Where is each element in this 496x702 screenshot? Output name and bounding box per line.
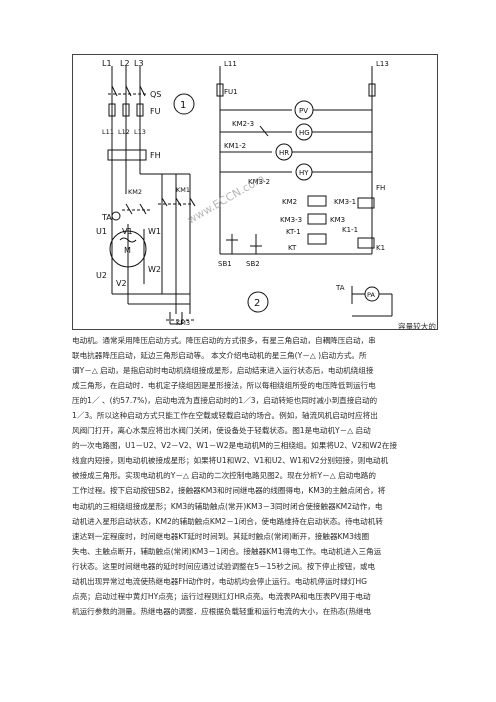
rlabel-km3-2: KM3-2 xyxy=(248,178,270,186)
label-km3: KM3 xyxy=(176,319,190,327)
label-fu: FU xyxy=(150,107,161,116)
rlabel-km3-3: KM3-3 xyxy=(280,216,302,224)
rlabel-l11: L11 xyxy=(224,60,237,68)
label-u1: U1 xyxy=(96,227,107,236)
label-w1: W1 xyxy=(148,227,161,236)
text-line: 电动机的三相绕组接成星形；KM3的辅助触点(常开)KM3－3同时闭合使接触器KM… xyxy=(72,501,383,511)
rlabel-fu1: FU1 xyxy=(224,88,238,96)
label-v1: V1 xyxy=(122,227,133,236)
label-km2: KM2 xyxy=(128,188,142,196)
text-line: 点亮；启动过程中黄灯HY点亮；运行过程则红灯HR点亮。电流表PA和电压表PV用于… xyxy=(72,591,371,601)
label-l11: L11 xyxy=(102,128,114,136)
text-line: 压的1／ 、(约57.7%)，启动电流为直接启动时的1／3，启动转矩也同时减小到… xyxy=(72,396,378,406)
text-line: 线盒内短接，则电动机被接成星形；如果将U1和W2、V1和U2、W1和V2分别短接… xyxy=(72,456,389,466)
text-line: 电动机。通常采用降压启动方式。降压启动的方式很多，有星三角启动，自耦降压启动，串 xyxy=(72,336,376,345)
rlabel-k1-1: K1-1 xyxy=(342,226,358,234)
label-l1: L1 xyxy=(102,59,112,68)
watermark: www.ECCN.com xyxy=(185,172,267,227)
label-km1: KM1 xyxy=(176,186,190,194)
text-line: 失电、主触点断开，辅助触点(常闭)KM3－1闭合。接触器KM1得电工作。电动机进… xyxy=(72,546,382,556)
label-l3: L3 xyxy=(134,59,144,68)
text-line: 1／3。所以这种启动方式只能工作在空载或轻载启动的场合。例如，轴流风机启动时应将… xyxy=(72,411,378,421)
body-text: 电动机。通常采用降压启动方式。降压启动的方式很多，有星三角启动，自耦降压启动，串… xyxy=(72,333,432,619)
text-line: 机运行参数的测量。热继电器的调整．应根据负载轻重和运行电流的大小，在热态(热继电 xyxy=(72,606,372,616)
text-line: 的一次电路图，U1－U2、V2－V2、W1－W2是电动机M的三相绕组。如果将U2… xyxy=(72,441,398,451)
label-u2: U2 xyxy=(96,271,107,280)
label-w2: W2 xyxy=(148,265,161,274)
rlabel-ta: TA xyxy=(335,284,345,292)
rlabel-sb1: SB1 xyxy=(218,260,232,268)
text-line: 工作过程。按下启动按钮SB2，接触器KM3和时间继电器的线圈得电，KM3的主触点… xyxy=(72,486,386,496)
text-line: 联电抗器降压启动，延边三角形启动等。 本文介绍电动机的星三角(Y－△ )启动方式… xyxy=(72,351,367,361)
rlabel-hy: HY xyxy=(299,169,309,177)
rlabel-pv: PV xyxy=(299,107,308,115)
text-line: 动机进入星形启动状态，KM2的辅助触点KM2－1闭合，使电路维持在启动状态。待电… xyxy=(72,516,383,526)
rlabel-hg: HG xyxy=(299,129,310,137)
label-l12: L12 xyxy=(118,128,130,136)
label-l13: L13 xyxy=(134,128,146,136)
rlabel-sb2: SB2 xyxy=(246,260,260,268)
rlabel-km3: KM3 xyxy=(330,216,345,224)
label-l2: L2 xyxy=(120,59,130,68)
label-v2: V2 xyxy=(116,279,127,288)
rlabel-kt: KT xyxy=(288,244,297,252)
rlabel-pa: PA xyxy=(367,291,376,299)
rlabel-km2: KM2 xyxy=(282,198,297,206)
text-line: 速达到一定程度时，时间继电器KT延时时间到。其延时触点(常闭)断开，接触器KM3… xyxy=(72,531,370,541)
circuit-figure: L1 L2 L3 QS FU L11 L12 L13 FH TA KM2 KM1… xyxy=(72,54,438,330)
rlabel-k1: K1 xyxy=(376,244,385,252)
rlabel-l13: L13 xyxy=(376,60,389,68)
circle-label-2: 2 xyxy=(254,298,260,309)
rlabel-km1-2: KM1-2 xyxy=(224,142,246,150)
text-line: 行状态。这里时间继电器的延时时间应通过试验调整在5－15秒之间。按下停止按钮，或… xyxy=(72,561,376,571)
text-line: 动机出现异常过电流使热继电器FH动作时，电动机均会停止运行。电动机停运时绿灯HG xyxy=(72,576,368,586)
text-line: 成三角形，在启动时．电机定子绕组因是星形接法，所以每相绕组所受的电压降低到运行电 xyxy=(72,381,376,391)
label-m: M xyxy=(124,246,131,255)
label-fh: FH xyxy=(150,151,161,160)
figure-caption: 容量较大的 xyxy=(398,322,436,331)
rlabel-fh: FH xyxy=(376,184,385,192)
label-ta: TA xyxy=(101,213,112,222)
circle-label-1: 1 xyxy=(180,100,186,111)
rlabel-km2-3: KM2-3 xyxy=(232,120,254,128)
text-line: 被接成三角形。实现电动机的Y－△ 启动的二次控制电路见图2。现在分析Y－△ 启动… xyxy=(72,471,376,481)
rlabel-hr: HR xyxy=(279,149,289,157)
label-qs: QS xyxy=(150,90,161,99)
text-line: 风阀门打开，离心水泵应将出水阀门关闭，使设备处于轻载状态。图1是电动机Y－△ 启… xyxy=(72,426,371,436)
text-line: 谓Y－△ 启动，是指启动时电动机绕组接成星形，启动结束进入运行状态后，电动机绕组… xyxy=(72,366,374,376)
rlabel-km3-1: KM3-1 xyxy=(334,198,356,206)
rlabel-kt-1: KT-1 xyxy=(286,228,301,236)
